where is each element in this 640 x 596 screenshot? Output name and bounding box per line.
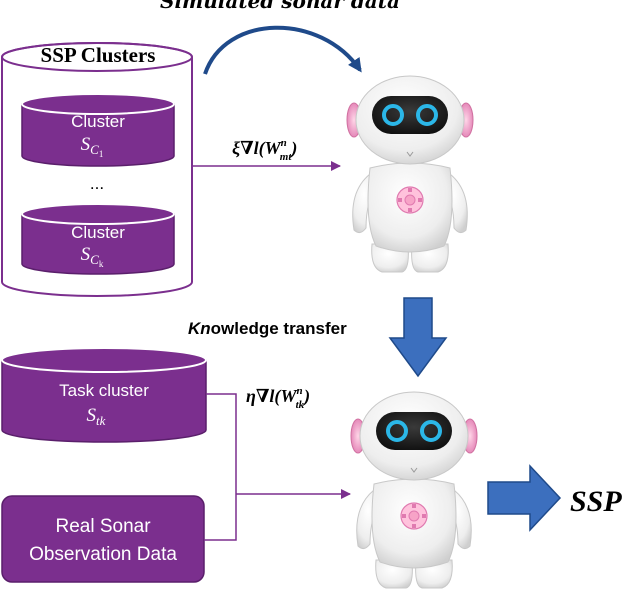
cluster-1-symbol: SC1 bbox=[81, 134, 104, 159]
real-sonar-line1: Real Sonar bbox=[55, 516, 151, 537]
task-connector bbox=[204, 393, 237, 541]
task-cluster-symbol: Stk bbox=[87, 405, 106, 428]
cluster-k-symbol: SCk bbox=[81, 244, 104, 269]
curved-arrow bbox=[203, 25, 362, 75]
cluster-1-cylinder bbox=[21, 93, 175, 167]
cluster-ellipsis: ... bbox=[90, 174, 104, 193]
cluster-1-label: Cluster bbox=[71, 112, 125, 131]
ssp-clusters-title: SSP Clusters bbox=[41, 43, 156, 67]
real-sonar-line2: Observation Data bbox=[29, 544, 177, 565]
output-arrow bbox=[487, 464, 562, 532]
task-cluster-label: Task cluster bbox=[59, 381, 149, 400]
simulated-sonar-label: Simulated sonar data bbox=[160, 0, 400, 13]
output-ssp-label: SSP bbox=[570, 485, 622, 518]
task-cluster-cylinder bbox=[1, 347, 207, 443]
meta-learner-robot bbox=[345, 74, 475, 274]
knowledge-transfer-arrow bbox=[388, 297, 448, 378]
real-sonar-box bbox=[1, 495, 205, 583]
cluster-k-cylinder bbox=[21, 203, 175, 275]
cluster-k-label: Cluster bbox=[71, 223, 125, 242]
task-learner-robot bbox=[349, 390, 479, 590]
knowledge-transfer-label: Knowledge transfer bbox=[188, 319, 347, 338]
